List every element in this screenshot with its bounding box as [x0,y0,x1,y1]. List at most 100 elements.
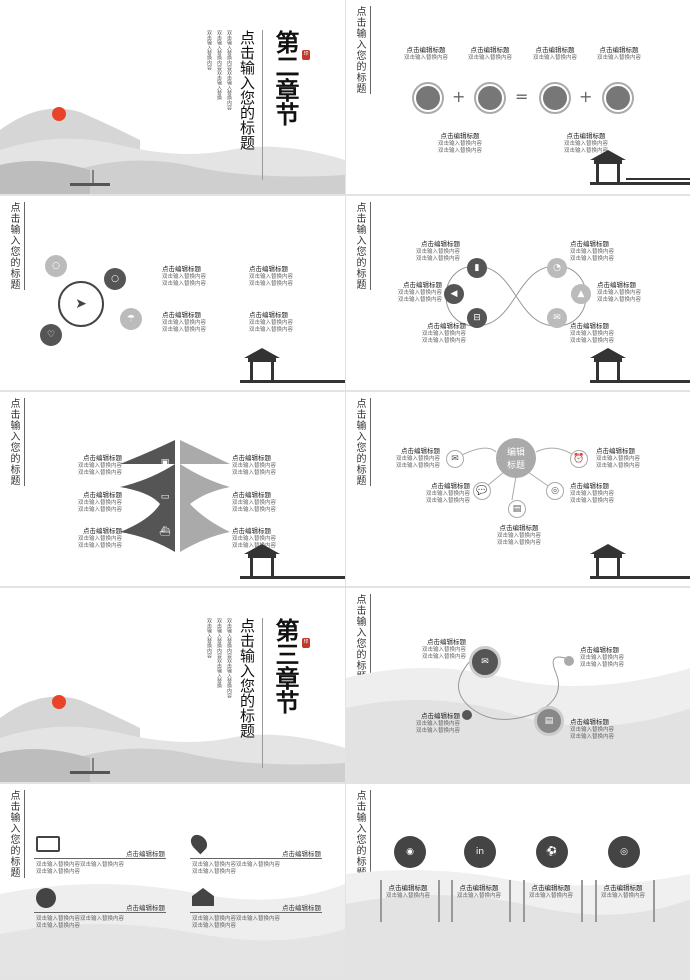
alarm-icon: ⏰ [570,450,588,468]
equation-text-6: 点击编辑标题双击输入替换内容双击输入替换内容 [564,132,609,155]
slide-four-circles[interactable]: 点击输入您的标题 ◉ in ⚽ ◎ 点击编辑标题双击输入替换内容 点击编辑标题双… [346,784,690,978]
mail-icon: ✉ [547,308,567,328]
funnel-text-4: 点击编辑标题双击输入替换内容双击输入替换内容 [232,454,277,477]
sun [52,107,66,121]
funnel-text-3: 点击编辑标题双击输入替换内容双击输入替换内容 [78,527,123,550]
row-rule-4 [190,912,322,913]
image-icon: ▣ [160,458,170,468]
slide-cycle[interactable]: 点击输入您的标题 ▮ ◔ ◀ ▲ ⊟ ✉ 点击编辑标题双击输入替换内容双击输入替… [346,196,690,390]
row-rule-2 [190,858,322,859]
funnel-text-2: 点击编辑标题双击输入替换内容双击输入替换内容 [78,491,123,514]
pavilion-pier [240,544,345,579]
umbrella-icon: ☂ [120,308,142,330]
node-text-5: 点击编辑标题双击输入替换内容双击输入替换内容 [497,524,542,547]
chapter-2-title: 点击输入您的标题 [238,30,256,150]
connector-lines [455,447,579,501]
bracket-box-3 [523,880,583,922]
node-text-1: 点击编辑标题双击输入替换内容双击输入替换内容 [396,447,441,470]
circle-card-text-4: 点击编辑标题双击输入替换内容 [601,884,646,899]
row-body-3: 双击输入替换内容双击输入替换内容双击输入替换内容 [36,916,125,930]
pavilion-pier [590,348,690,383]
slide-title: 点击输入您的标题 [8,398,25,486]
row-rule-3 [34,912,166,913]
slide-circles[interactable]: 点击输入您的标题 ○ ○ ➤ ☂ ♡ 点击编辑标题双击输入替换内容双击输入替换内… [0,196,345,390]
slide-center-node[interactable]: 点击输入您的标题 编辑 标题 ✉ ⏰ 💬 ◎ ▤ 点击编辑标题双击输入替换内容双… [346,392,690,586]
circle-text-1: 点击编辑标题双击输入替换内容双击输入替换内容 [162,265,207,288]
globe-icon: ◎ [546,482,564,500]
center-node: 编辑 标题 [496,438,536,478]
cycle-text-3: 点击编辑标题双击输入替换内容双击输入替换内容 [398,281,443,304]
plus-sign-2: + [579,87,593,106]
dribbble-icon: ⚽ [536,836,568,868]
news-icon: ▤ [534,706,564,736]
funnel-text-5: 点击编辑标题双击输入替换内容双击输入替换内容 [232,491,277,514]
divider-line [262,30,263,180]
ink-landscape [0,696,345,782]
funnel-text-1: 点击编辑标题双击输入替换内容双击输入替换内容 [78,454,123,477]
seal-stamp: 印 [302,50,310,60]
node-text-3: 点击编辑标题双击输入替换内容双击输入替换内容 [426,482,471,505]
center-node-line-2: 标题 [506,461,525,471]
slide-title: 点击输入您的标题 [354,398,371,486]
row-body-2: 双击输入替换内容双击输入替换内容双击输入替换内容 [192,862,281,876]
ship-icon: ⛴ [159,527,171,537]
slide-equation[interactable]: 点击输入您的标题 点击编辑标题双击输入替换内容 点击编辑标题双击输入替换内容 点… [346,0,690,194]
user-icon [36,888,56,908]
user-alt-icon: ○ [104,268,126,290]
row-heading-1: 点击编辑标题 [126,850,165,858]
row-rule-1 [34,858,166,859]
slide-wave-nodes[interactable]: 点击输入您的标题 ✉ ▤ 点击编辑标题双击输入替换内容双击输入替换内容 点击编辑… [346,588,690,782]
slide-icon-rows[interactable]: 点击输入您的标题 点击编辑标题 点击编辑标题 点击编辑标题 点击编辑标题 双击输… [0,784,345,978]
mail-icon: ✉ [469,646,501,678]
chapter-3-title: 点击输入您的标题 [238,618,256,738]
wave-text-4: 点击编辑标题双击输入替换内容双击输入替换内容 [570,718,615,741]
slide-chapter-2[interactable]: 第二章节 印 点击输入您的标题 双击输入替换内容双击输入替换内容 双击输入替换内… [0,0,345,194]
slide-chapter-3[interactable]: 第三章节 印 点击输入您的标题 双击输入替换内容双击输入替换内容 双击输入替换内… [0,588,345,782]
row-heading-2: 点击编辑标题 [282,850,321,858]
node-text-4: 点击编辑标题双击输入替换内容双击输入替换内容 [570,482,615,505]
slide-title: 点击输入您的标题 [354,202,371,290]
circle-card-text-2: 点击编辑标题双击输入替换内容 [457,884,502,899]
bracket-box-2 [451,880,511,922]
chapter-2-desc-2: 双击输入替换内容双击输入替换 [216,30,222,100]
circle-text-2: 点击编辑标题双击输入替换内容双击输入替换内容 [249,265,294,288]
notebook-icon: ▤ [508,500,526,518]
pie-icon: ◔ [547,258,567,278]
seal-stamp: 印 [302,638,310,648]
chapter-3-desc-2: 双击输入替换内容双击输入替换 [216,618,222,688]
laptop-icon [36,836,60,852]
circle-text-3: 点击编辑标题双击输入替换内容双击输入替换内容 [162,311,207,334]
plus-sign-1: + [452,87,466,106]
pavilion-pier [240,348,345,383]
chapter-3-desc-3: 双击输入替换内容 [206,618,212,658]
heart-icon: ♡ [40,324,62,346]
main-circle: ➤ [58,281,104,327]
equation-text-3: 点击编辑标题双击输入替换内容 [533,46,578,61]
chapter-2-desc-1: 双击输入替换内容双击输入替换内容 [226,30,232,110]
bracket-box-1 [380,880,440,922]
speaker-icon: ◀ [444,284,464,304]
megaphone-icon [474,82,506,114]
chat-icon: 💬 [473,482,491,500]
wave-text-1: 点击编辑标题双击输入替换内容双击输入替换内容 [422,638,467,661]
slide-title: 点击输入您的标题 [354,6,371,94]
ink-mist-background [346,870,690,978]
brush-icon [412,82,444,114]
cycle-text-4: 点击编辑标题双击输入替换内容双击输入替换内容 [597,281,642,304]
paper-plane-icon [602,82,634,114]
wave-text-2: 点击编辑标题双击输入替换内容双击输入替换内容 [580,646,625,669]
target-icon: ◎ [608,836,640,868]
cycle-text-2: 点击编辑标题双击输入替换内容双击输入替换内容 [570,240,615,263]
user-icon: ○ [45,255,67,277]
chapter-3-desc-1: 双击输入替换内容双击输入替换内容 [226,618,232,698]
chart-icon: ▮ [467,258,487,278]
row-body-4: 双击输入替换内容双击输入替换内容双击输入替换内容 [192,916,281,930]
slide-funnel[interactable]: 点击输入您的标题 ▣ ▭ ⛴ 点击编辑标题双击输入替换内容双击输入替换内容 点击… [0,392,345,586]
row-body-1: 双击输入替换内容双击输入替换内容双击输入替换内容 [36,862,125,876]
divider-line [262,618,263,768]
podcast-icon: ◉ [394,836,426,868]
pavilion-pier [590,150,690,185]
funnel-text-6: 点击编辑标题双击输入替换内容双击输入替换内容 [232,527,277,550]
dot-marker-1 [564,656,574,666]
equation-text-2: 点击编辑标题双击输入替换内容 [468,46,513,61]
